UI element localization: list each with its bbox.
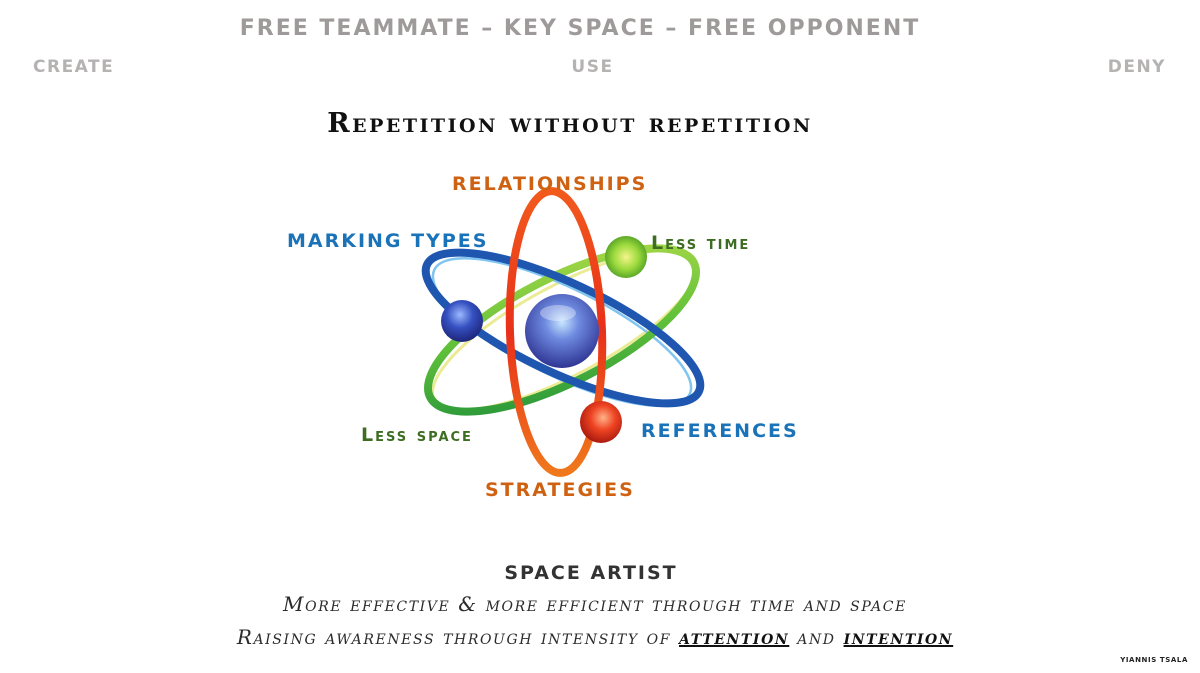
orbit-label-references: REFERENCES [641,420,799,442]
author-credit: YIANNIS TSALA [1120,656,1188,664]
red-electron [580,401,622,443]
orbit-label-less-space: Less space [361,424,473,446]
emphasis-attention: attention [679,625,789,649]
nucleus-highlight [540,305,576,321]
footer-line-2-mid: and [789,625,843,649]
footer-line-1: More effective & more efficient through … [0,592,1190,616]
footer-line-2-prefix: Raising awareness through intensity of [237,625,679,649]
footer-heading: SPACE ARTIST [0,562,1182,584]
emphasis-intention: intention [844,625,954,649]
footer-line-2: Raising awareness through intensity of a… [0,625,1190,649]
orbit-label-relationships: RELATIONSHIPS [452,173,647,195]
nucleus-sphere [525,294,599,368]
orbit-label-strategies: STRATEGIES [485,479,635,501]
green-electron [605,236,647,278]
blue-electron [441,300,483,342]
orbit-label-less-time: Less time [651,232,750,254]
orbit-label-marking-types: MARKING TYPES [287,230,488,252]
